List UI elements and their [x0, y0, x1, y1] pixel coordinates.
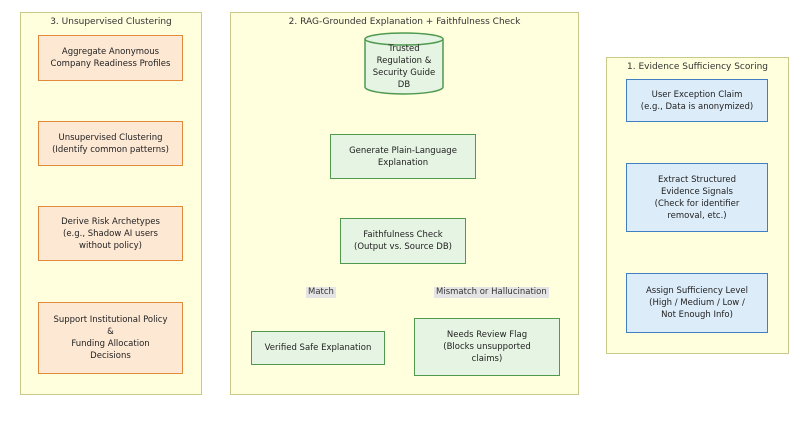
cluster-title: 1. Evidence Sufficiency Scoring: [627, 62, 768, 72]
node-unsupervised-clustering: Unsupervised Clustering (Identify common…: [38, 121, 183, 166]
node-risk-archetypes: Derive Risk Archetypes (e.g., Shadow AI …: [38, 206, 183, 261]
cluster-title: 3. Unsupervised Clustering: [50, 17, 172, 27]
edge-label-mismatch: Mismatch or Hallucination: [434, 287, 549, 298]
edge-label-match: Match: [306, 287, 336, 298]
node-extract-evidence-signals: Extract Structured Evidence Signals (Che…: [626, 163, 768, 232]
cluster-title: 2. RAG-Grounded Explanation + Faithfulne…: [288, 17, 521, 27]
node-assign-sufficiency-level: Assign Sufficiency Level (High / Medium …: [626, 273, 768, 333]
node-regulation-db-label: Trusted Regulation & Security Guide DB: [372, 44, 436, 90]
node-user-exception-claim: User Exception Claim (e.g., Data is anon…: [626, 79, 768, 122]
node-institutional-policy: Support Institutional Policy & Funding A…: [38, 302, 183, 374]
node-verified-explanation: Verified Safe Explanation: [251, 331, 385, 365]
node-generate-explanation: Generate Plain-Language Explanation: [330, 134, 476, 179]
node-needs-review-flag: Needs Review Flag (Blocks unsupported cl…: [414, 318, 560, 376]
node-regulation-db: [364, 32, 444, 95]
node-aggregate-profiles: Aggregate Anonymous Company Readiness Pr…: [38, 35, 183, 81]
node-faithfulness-check: Faithfulness Check (Output vs. Source DB…: [340, 218, 466, 264]
